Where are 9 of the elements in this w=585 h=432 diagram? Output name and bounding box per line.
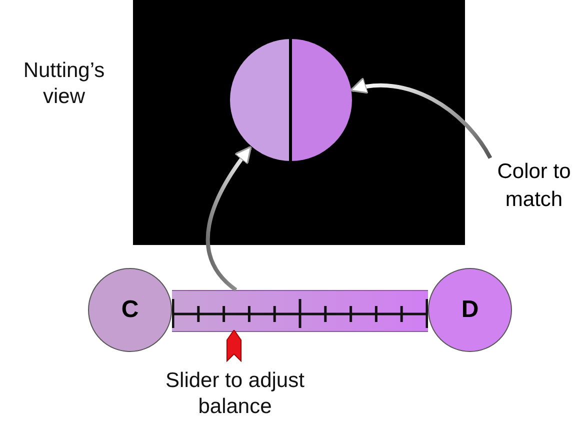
curved-arrow — [206, 146, 252, 292]
primary-circle: D — [428, 268, 512, 352]
caption-text: Slider to adjust balance — [164, 368, 306, 420]
curved-arrow — [350, 78, 492, 160]
display-screen — [133, 0, 465, 245]
primary-circle: C — [88, 268, 172, 352]
slider-marker — [226, 330, 242, 362]
caption-text: Nutting’s view — [22, 58, 106, 110]
callout-text: Color to match — [482, 158, 585, 218]
